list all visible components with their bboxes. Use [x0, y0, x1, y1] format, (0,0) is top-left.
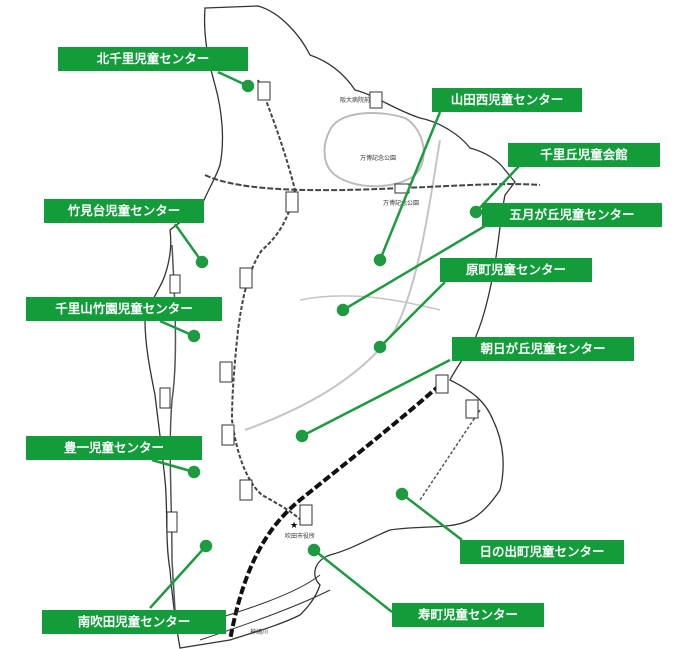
monorail-line	[204, 174, 541, 192]
label-minamisuita[interactable]: 南吹田児童センター	[42, 610, 226, 634]
label-toyoichi[interactable]: 豊一児童センター	[26, 436, 202, 460]
senri-line	[230, 79, 306, 526]
station-minamisenri	[239, 267, 253, 289]
city-hall-text: 吹田市役所	[285, 532, 315, 540]
station-momoyama	[169, 274, 181, 294]
station-yamada	[285, 191, 299, 213]
label-senrioka[interactable]: 千里丘児童会館	[508, 143, 660, 167]
expo-ring-road	[323, 112, 425, 188]
expo-station-text: 万博記念公園	[383, 199, 419, 207]
station-kandai	[221, 424, 235, 446]
station-esaka-minami	[166, 511, 178, 533]
grey-road-1	[244, 139, 441, 431]
label-asahigaoka[interactable]: 朝日が丘児童センター	[452, 337, 634, 361]
grey-road-2	[299, 295, 441, 311]
label-chikuen[interactable]: 千里山竹園児童センター	[26, 297, 222, 321]
city-hall-star-icon: ★	[290, 521, 298, 531]
label-kotobukicho[interactable]: 寿町児童センター	[392, 603, 544, 627]
label-satsukigaoka[interactable]: 五月が丘児童センター	[482, 203, 662, 227]
river-text: 神崎川	[250, 628, 268, 636]
city-boundary	[144, 5, 516, 649]
label-takemidai[interactable]: 竹見台児童センター	[44, 199, 204, 223]
label-haramachi[interactable]: 原町児童センター	[440, 258, 592, 282]
hankyu-line	[419, 409, 481, 501]
station-jr	[465, 399, 479, 419]
jr-line	[228, 383, 442, 641]
expo-park-text: 万博記念公園	[360, 154, 396, 162]
hospital-text: 阪大病院前	[340, 96, 370, 104]
label-hinodecho[interactable]: 日の出町児童センター	[460, 540, 624, 564]
callouts	[149, 70, 521, 613]
station-esaka	[299, 504, 313, 526]
station-ryokuchi	[159, 387, 171, 409]
station-suita	[239, 479, 253, 501]
station-kishibe	[435, 374, 449, 394]
label-kitasenri[interactable]: 北千里児童センター	[58, 47, 248, 71]
station-hospital	[369, 91, 383, 109]
station-kitasenri	[257, 81, 271, 101]
label-yamadanishi[interactable]: 山田西児童センター	[432, 88, 582, 112]
station-senriyama	[219, 361, 233, 383]
